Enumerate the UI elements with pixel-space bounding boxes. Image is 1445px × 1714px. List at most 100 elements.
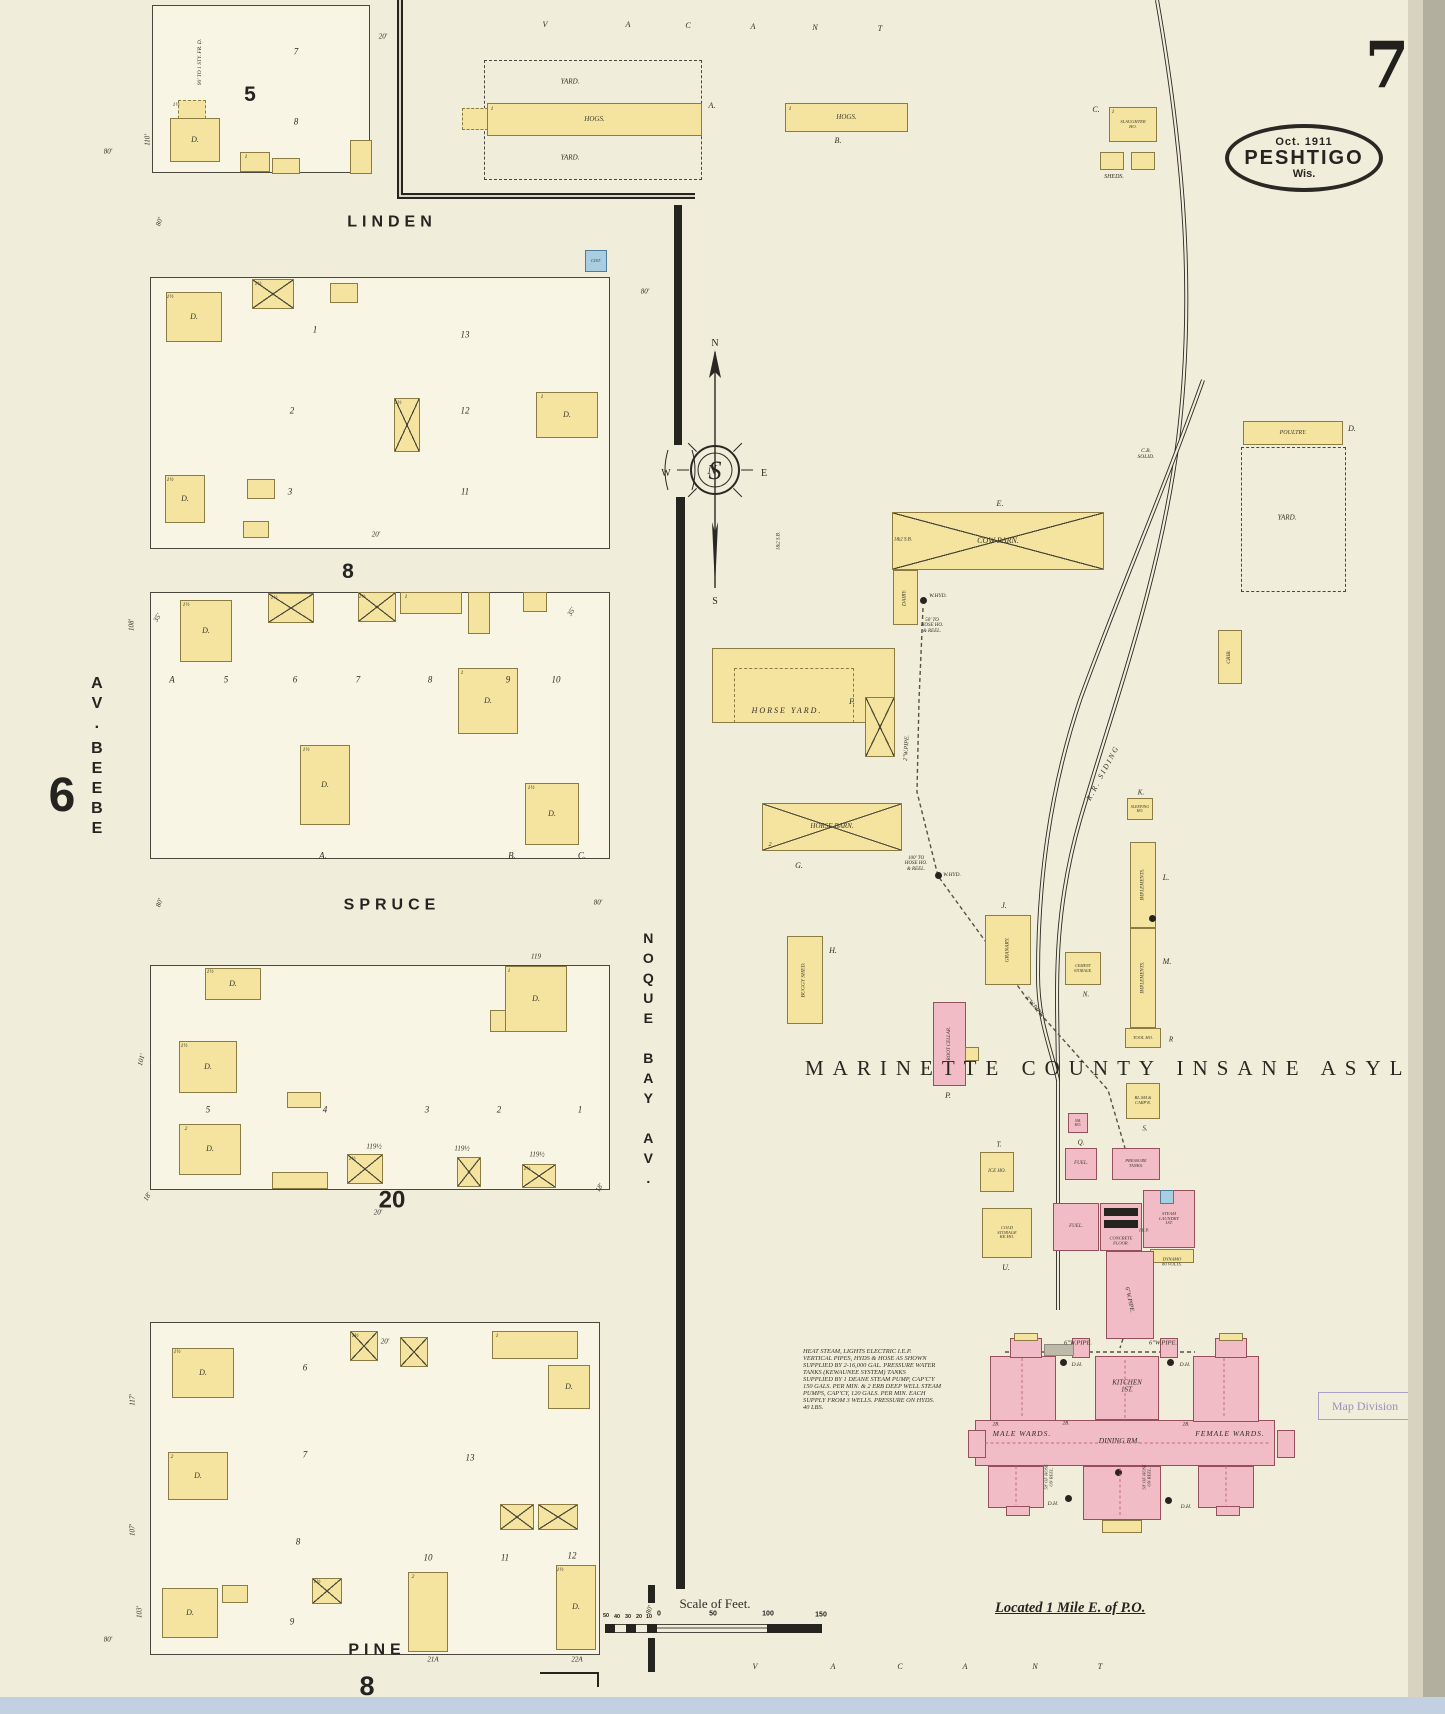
building [1106,1251,1154,1339]
map-label: C. [1092,104,1100,114]
building [990,1356,1056,1422]
map-label: HORSE YARD. [751,705,823,715]
building-label: FUEL. [1069,1224,1083,1230]
building-label: D. [181,493,189,503]
building: BL.SM.& CARP'R. [1126,1083,1160,1119]
building: D. [166,292,222,342]
hydrant-dot [1060,1359,1067,1366]
map-label: 8 [427,674,433,685]
map-label: R.R. SIDING [1084,743,1121,803]
building-label: SLEEPING HO. [1130,803,1150,813]
building-label: FUEL. [1074,1161,1088,1167]
building [247,479,275,499]
map-label: A. [708,100,716,110]
map-label: 50' TO HOSE HO. & REEL. [920,618,944,634]
map-label: 4 [322,1104,328,1115]
building-label: ICE HO. [988,1169,1006,1175]
map-label: L. [1162,872,1170,882]
street-rail-bar [626,1624,636,1633]
note-line: PUMPS, CAP'CY, 120 GALS. PER MIN. EACH [803,1390,926,1397]
building: CIST. [585,250,607,272]
building: FUEL. [1053,1203,1099,1251]
compass-letter: N [706,463,717,478]
building: HOGS. [785,103,908,132]
building [968,1430,986,1458]
map-label: M. [1162,956,1172,966]
map-label: 18' [141,1190,154,1203]
map-label: 1½ [348,1156,356,1163]
map-label: 80' [103,147,113,156]
building-label: D. [321,779,329,789]
map-label: 11 [460,486,470,497]
building-label: D. [563,409,571,419]
building: GRANARY. [985,915,1031,985]
building-label: D. [186,1607,194,1617]
building [347,1154,383,1184]
map-label: 1 [495,1333,499,1340]
building: FUEL. [1065,1148,1097,1180]
map-division-stamp: Map Division [1318,1392,1412,1420]
map-label: 108' [127,619,136,631]
map-label: 80' [103,1635,113,1644]
building [865,697,895,757]
building-label: STEAM LAUNDRY 1ST. [1159,1210,1179,1226]
building: D. [179,1124,241,1175]
map-label: 50' OF HOSE ON REEL. [1043,1464,1053,1490]
map-label: 5 [244,82,256,106]
map-label: 119½ [454,1144,470,1153]
map-label: 12 [460,405,470,416]
building [287,1092,321,1108]
map-label: 2B. [992,1422,1000,1428]
building-label: D. [194,1470,202,1480]
building-label: SM. HO. [1074,1117,1082,1127]
map-label: 3 [424,1104,430,1115]
map-label: 1½ [302,747,310,754]
street-rail-bar [605,1624,615,1633]
map-label: 1½ [172,102,180,109]
building: D. [548,1365,590,1409]
building: IMPLEMENTS. [1130,928,1156,1028]
building: BUGGY SHED. [787,936,823,1024]
building: ICE HO. [980,1152,1014,1192]
page-edge-outer [1423,0,1445,1714]
building: D. [172,1348,234,1398]
building: TOOL HO. [1125,1028,1161,1048]
map-label: S. [1142,1124,1148,1133]
building-label: HORSE BARN. [810,822,854,831]
map-label: 103' [135,1606,144,1618]
map-label: 1 [460,670,464,677]
map-label: 1½ [351,1333,359,1340]
building [400,1337,428,1367]
map-label: 21A [427,1655,439,1664]
map-label: 1 [404,594,408,601]
map-label: 2 [768,841,772,848]
map-label: YARD. [1277,513,1297,522]
building [1083,1466,1161,1520]
map-label: C. [577,850,587,861]
map-label: 1½ [358,594,366,601]
map-label: 50' OF HOSE ON REEL. [1141,1464,1151,1490]
map-label: B. [834,135,842,145]
map-label: A [625,19,631,29]
building: SM. HO. [1068,1113,1088,1133]
map-label: SHEDS. [1104,173,1124,180]
building [268,593,314,623]
building: CEMENT STORAGE. [1065,952,1101,985]
map-label: 2B. [1062,1421,1070,1427]
map-label: 1 [244,154,248,161]
building [988,1466,1044,1508]
building [1104,1208,1138,1216]
building [1277,1430,1295,1458]
building-label: D. [199,1367,207,1377]
map-label: 80' [593,898,603,907]
map-label: 2 [170,1454,174,1461]
map-label: 1 [490,106,494,113]
location-note: Located 1 Mile E. of P.O. [995,1600,1146,1616]
note-line: TANKS (KEWAUNEE SYSTEM) TANKS [803,1369,906,1376]
building: HOGS. [487,103,702,136]
note-line: 40 LBS. [803,1404,824,1411]
street-rail-bar [674,205,682,445]
map-label: 20' [373,1208,383,1217]
building [1198,1466,1254,1508]
map-label: 1 [788,106,792,113]
